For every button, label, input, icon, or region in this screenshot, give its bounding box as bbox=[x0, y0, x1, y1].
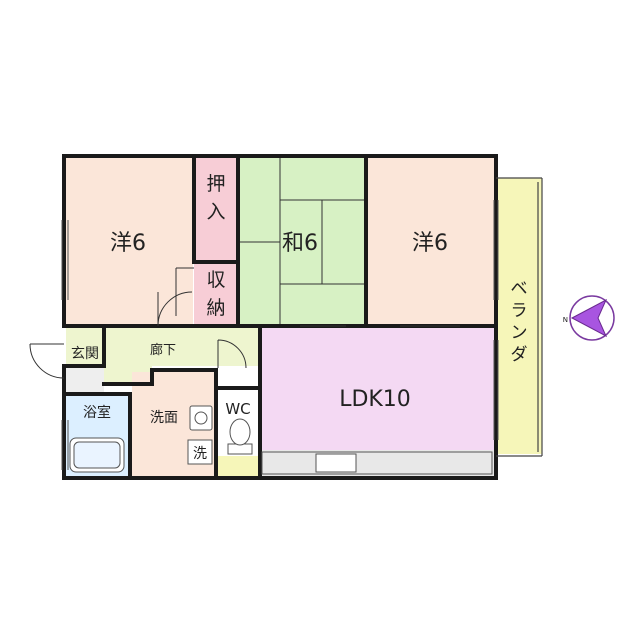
sink bbox=[189, 405, 213, 431]
label-shuno: 収納 bbox=[206, 269, 225, 319]
label-roka: 廊下 bbox=[150, 342, 176, 358]
windows bbox=[61, 200, 499, 470]
doors bbox=[29, 267, 460, 379]
label-oshiire: 押入 bbox=[206, 173, 225, 223]
room-roka bbox=[104, 328, 260, 366]
room-genkan bbox=[66, 328, 104, 366]
room-shuno bbox=[194, 262, 238, 326]
label-bathroom: 浴室 bbox=[83, 404, 111, 421]
tatami-lines bbox=[238, 158, 366, 326]
room-bathroom-upper bbox=[66, 366, 104, 394]
room-western-right bbox=[366, 158, 494, 326]
label-ldk: LDK10 bbox=[339, 387, 411, 412]
veranda bbox=[496, 178, 542, 454]
label-western-right: 洋6 bbox=[412, 231, 448, 256]
kitchen-fixtures bbox=[261, 451, 493, 475]
washer-box bbox=[187, 439, 213, 465]
label-wc: WC bbox=[225, 400, 250, 418]
compass: N bbox=[563, 295, 615, 341]
room-oshiire bbox=[194, 158, 238, 262]
ldk-kitchen-counter bbox=[260, 450, 494, 476]
label-washer: 洗 bbox=[193, 446, 207, 462]
bathtub bbox=[69, 437, 125, 473]
label-senmen: 洗面 bbox=[150, 410, 178, 426]
toilet bbox=[227, 418, 253, 455]
label-veranda: ベランダ bbox=[511, 279, 528, 365]
label-western-left: 洋6 bbox=[110, 231, 146, 256]
veranda-rail bbox=[496, 177, 543, 457]
wc-floor bbox=[218, 456, 260, 476]
label-washitsu: 和6 bbox=[282, 231, 318, 256]
compass-north-label: N bbox=[563, 316, 568, 324]
label-genkan: 玄関 bbox=[71, 345, 99, 362]
compass-needle-icon bbox=[570, 298, 608, 338]
